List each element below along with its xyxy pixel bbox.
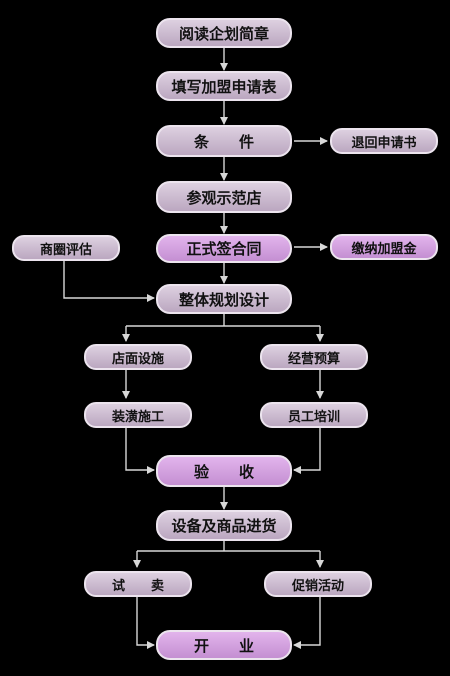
step-sign-contract: 正式签合同 [156, 234, 292, 263]
step-fill-application: 填写加盟申请表 [156, 71, 292, 101]
step-overall-planning: 整体规划设计 [156, 284, 292, 314]
step-district-evaluation: 商圈评估 [12, 235, 120, 261]
step-conditions: 条 件 [156, 125, 292, 157]
step-decoration-construction: 装潢施工 [84, 402, 192, 428]
arrow-trial-open [136, 597, 155, 649]
step-acceptance: 验 收 [156, 455, 292, 487]
step-visit-demo-store: 参观示范店 [156, 181, 292, 213]
step-staff-training: 员工培训 [260, 402, 368, 428]
step-operating-budget: 经营预算 [260, 344, 368, 370]
arrow-promo-open [298, 597, 321, 646]
step-read-prospectus: 阅读企划简章 [156, 18, 292, 48]
arrow-training-accept [294, 428, 321, 471]
step-return-application: 退回申请书 [330, 128, 438, 154]
arrow-decor-accept [125, 428, 155, 474]
step-store-facilities: 店面设施 [84, 344, 192, 370]
step-promotion: 促销活动 [264, 571, 372, 597]
step-trial-sale: 试 卖 [84, 571, 192, 597]
step-equipment-stocking: 设备及商品进货 [156, 510, 292, 541]
arrow-district-plan [63, 261, 155, 302]
step-pay-franchise-fee: 缴纳加盟金 [330, 234, 438, 260]
step-grand-opening: 开 业 [156, 630, 292, 660]
